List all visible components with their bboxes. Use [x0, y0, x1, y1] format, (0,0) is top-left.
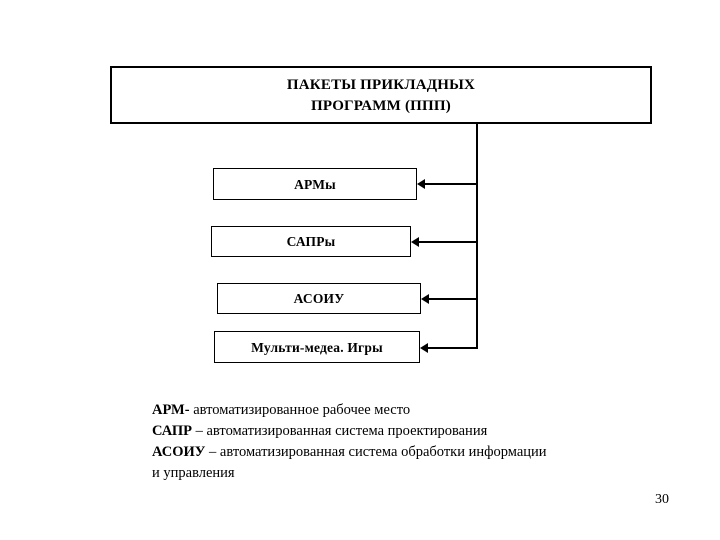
legend-text-arm: автоматизированное рабочее место	[189, 402, 411, 418]
node-box-sapri: САПРы	[211, 226, 411, 257]
legend-text-continuation: и управления	[152, 465, 235, 481]
legend-abbr-sapr: САПР	[152, 423, 192, 439]
legend-text-asoiu: – автоматизированная система обработки и…	[205, 444, 547, 460]
legend-abbr-asoiu: АСОИУ	[152, 444, 206, 460]
legend-block: АРМ- автоматизированное рабочее место СА…	[152, 400, 672, 484]
page-number: 30	[655, 492, 669, 507]
connector-trunk-vertical	[476, 124, 478, 349]
legend-text-sapr: – автоматизированная система проектирова…	[192, 423, 488, 439]
node-label-asoiu: АСОИУ	[293, 291, 345, 306]
legend-abbr-arm: АРМ-	[152, 402, 190, 418]
title-box: ПАКЕТЫ ПРИКЛАДНЫХ ПРОГРАММ (ППП)	[110, 66, 652, 124]
legend-line-sapr: САПР – автоматизированная система проект…	[152, 421, 672, 442]
arrow-left-icon-to-armi	[417, 179, 477, 189]
title-line-2: ПРОГРАММ (ППП)	[311, 98, 451, 114]
node-box-armi: АРМы	[213, 168, 417, 200]
node-box-asoiu: АСОИУ	[217, 283, 421, 314]
arrow-left-icon-to-multimedia-games	[420, 343, 477, 353]
title-text-block: ПАКЕТЫ ПРИКЛАДНЫХ ПРОГРАММ (ППП)	[112, 75, 650, 117]
arrow-left-icon-to-asoiu	[421, 294, 477, 304]
legend-line-arm: АРМ- автоматизированное рабочее место	[152, 400, 672, 421]
node-label-sapri: САПРы	[286, 234, 336, 249]
node-label-armi: АРМы	[294, 176, 336, 192]
node-label-multimedia-games: Мульти-медеа. Игры	[251, 339, 383, 355]
node-box-multimedia-games: Мульти-медеа. Игры	[214, 331, 420, 363]
legend-line-continuation: и управления	[152, 463, 672, 484]
title-line-1: ПАКЕТЫ ПРИКЛАДНЫХ	[286, 77, 476, 93]
legend-line-asoiu: АСОИУ – автоматизированная система обраб…	[152, 442, 672, 463]
arrow-left-icon-to-sapri	[411, 237, 477, 247]
